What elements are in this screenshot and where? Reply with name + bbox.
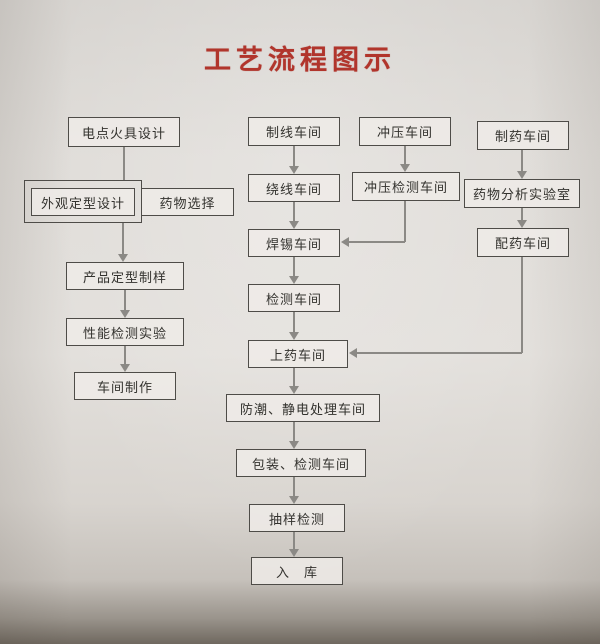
elbow-vertical-segment <box>404 201 406 242</box>
node-performance-test: 性能检测实验 <box>66 318 184 346</box>
node-antistatic: 防潮、静电处理车间 <box>226 394 380 422</box>
node-inspection: 检测车间 <box>248 284 340 312</box>
arrow-winding-to-soldering <box>289 202 299 229</box>
arrow-sample-to-performance <box>120 290 130 318</box>
node-drug-loading: 上药车间 <box>248 340 348 368</box>
connector-ignition-to-group <box>123 147 125 180</box>
node-product-sample: 产品定型制样 <box>66 262 184 290</box>
arrow-soldering-to-inspection <box>289 257 299 284</box>
node-warehousing: 入 库 <box>251 557 343 585</box>
node-ignition-design: 电点火具设计 <box>68 117 180 147</box>
arrow-antistatic-to-packaging <box>289 422 299 449</box>
elbow-vertical-segment <box>521 257 523 353</box>
node-sampling-test: 抽样检测 <box>249 504 345 532</box>
arrow-performance-to-workshop <box>120 346 130 372</box>
node-packaging-inspection: 包装、检测车间 <box>236 449 366 477</box>
node-pharma-workshop: 制药车间 <box>477 121 569 150</box>
arrow-pharma-to-analysis-lab <box>517 150 527 179</box>
node-drug-selection: 药物选择 <box>141 188 234 216</box>
arrow-packaging-to-sampling <box>289 477 299 504</box>
arrow-inspection-to-drug-loading <box>289 312 299 340</box>
elbow-horizontal-segment <box>349 348 522 358</box>
arrow-sampling-to-warehousing <box>289 532 299 557</box>
node-analysis-lab: 药物分析实验室 <box>464 179 580 208</box>
node-soldering: 焊锡车间 <box>248 229 340 257</box>
arrow-wire-to-winding <box>289 146 299 174</box>
arrow-stamping-to-stamping-inspection <box>400 146 410 172</box>
node-workshop-production: 车间制作 <box>74 372 176 400</box>
node-dispensing: 配药车间 <box>477 228 569 257</box>
page-title: 工艺流程图示 <box>204 45 396 75</box>
arrow-group-to-product-sample <box>118 223 128 262</box>
node-stamping-inspection: 冲压检测车间 <box>352 172 460 201</box>
node-wire-making: 制线车间 <box>248 117 340 146</box>
node-appearance-design: 外观定型设计 <box>31 188 135 216</box>
arrow-drug-loading-to-antistatic <box>289 368 299 394</box>
node-stamping-workshop: 冲压车间 <box>359 117 451 146</box>
arrow-lab-to-dispensing <box>517 208 527 228</box>
elbow-horizontal-segment <box>341 237 405 247</box>
node-wire-winding: 绕线车间 <box>248 174 340 202</box>
